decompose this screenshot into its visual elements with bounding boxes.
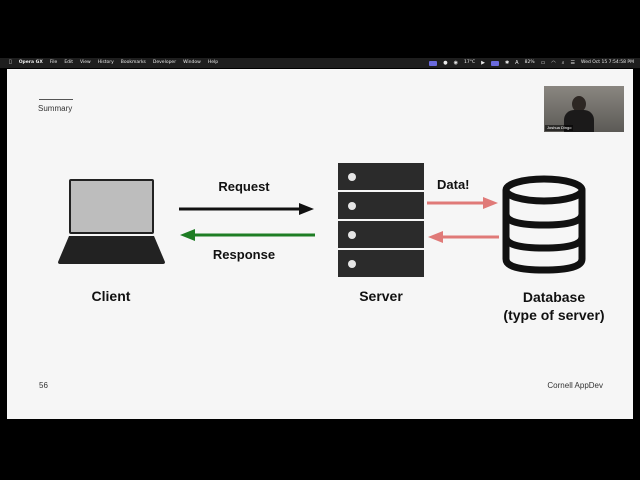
laptop-icon — [58, 179, 165, 264]
video-tile[interactable]: Joshua Dingo — [544, 86, 624, 132]
database-icon — [502, 175, 586, 274]
page-number: 56 — [39, 381, 48, 390]
menu-view[interactable]: View — [77, 60, 91, 65]
request-arrow — [179, 203, 314, 215]
keyboard-input-icon[interactable]: A — [515, 60, 519, 66]
bluetooth-icon[interactable]: ✱ — [504, 60, 510, 66]
clock[interactable]: Wed Oct 15 7:54:58 PM — [581, 60, 634, 65]
footer-brand: Cornell AppDev — [547, 381, 603, 390]
menu-bar:  Opera GX File Edit View History Bookma… — [0, 58, 640, 68]
screen-share-icon[interactable] — [490, 60, 499, 66]
request-label: Request — [218, 179, 270, 194]
data-arrow-to-database — [427, 197, 498, 209]
section-divider — [39, 99, 73, 100]
database-label: Database (type of server) — [479, 288, 629, 324]
menu-history[interactable]: History — [95, 60, 114, 65]
database-label-line2: (type of server) — [503, 307, 605, 323]
menu-help[interactable]: Help — [205, 60, 218, 65]
slide: Summary Client Request Response Server D… — [7, 69, 633, 419]
weather-readout[interactable]: 17°C — [463, 60, 476, 65]
menu-app-name[interactable]: Opera GX — [16, 60, 43, 65]
menu-edit[interactable]: Edit — [61, 60, 73, 65]
record-icon[interactable]: ● — [443, 60, 448, 66]
search-icon[interactable]: ⌕ — [561, 60, 565, 66]
section-title: Summary — [38, 104, 73, 113]
zoom-tray-icon[interactable] — [429, 60, 438, 66]
menu-developer[interactable]: Developer — [150, 60, 176, 65]
server-icon — [338, 163, 424, 277]
play-icon[interactable]: ▶ — [481, 60, 485, 66]
laptop-screen — [71, 181, 152, 232]
globe-icon[interactable]: ◉ — [453, 60, 458, 66]
menu-file[interactable]: File — [47, 60, 58, 65]
database-label-line1: Database — [522, 289, 586, 305]
participant-name: Joshua Dingo — [545, 125, 574, 131]
response-label: Response — [212, 247, 276, 262]
data-label: Data! — [437, 177, 470, 192]
data-arrow-to-server — [428, 231, 499, 243]
wifi-icon[interactable]: ◠ — [551, 60, 556, 66]
response-arrow — [180, 229, 315, 241]
client-label: Client — [91, 288, 131, 304]
participant-head — [572, 96, 586, 112]
apple-icon[interactable]:  — [9, 58, 12, 68]
battery-icon[interactable]: ▭ — [540, 60, 546, 66]
server-label: Server — [359, 288, 403, 304]
menu-bookmarks[interactable]: Bookmarks — [118, 60, 146, 65]
control-center-icon[interactable]: ☰ — [570, 60, 576, 66]
menu-window[interactable]: Window — [180, 60, 201, 65]
battery-percent[interactable]: 82% — [524, 60, 535, 65]
